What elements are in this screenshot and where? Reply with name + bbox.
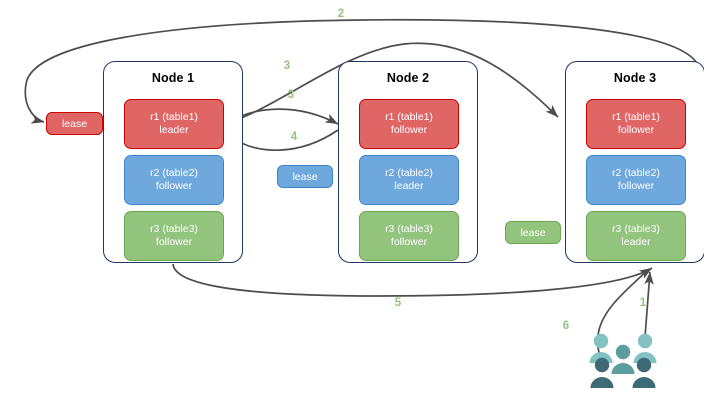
- replica-name: r3 (table3): [612, 223, 660, 235]
- edge-label-1: 1: [639, 297, 647, 309]
- replica-name: r1 (table1): [150, 111, 198, 123]
- lease-badge-table2[interactable]: lease: [277, 165, 333, 188]
- replica-role: leader: [621, 236, 651, 248]
- node-title-node1: Node 1: [151, 71, 195, 85]
- replica-node3-r2[interactable]: r2 (table2) follower: [586, 155, 686, 205]
- edge-label-3b: 3: [287, 89, 295, 101]
- replica-role: leader: [159, 124, 189, 136]
- node-container-node1[interactable]: Node 1 r1 (table1) leader r2 (table2) fo…: [103, 61, 243, 263]
- lease-badge-table1[interactable]: lease: [46, 112, 103, 135]
- user-figure-center: [611, 344, 635, 374]
- node-title-node3: Node 3: [613, 71, 657, 85]
- replica-role: follower: [390, 124, 428, 136]
- lease-badge-table3[interactable]: lease: [505, 221, 561, 244]
- replica-role: follower: [617, 124, 655, 136]
- edge-label-5: 5: [394, 297, 402, 309]
- lease-label: lease: [520, 226, 546, 239]
- replica-name: r3 (table3): [385, 223, 433, 235]
- edge-label-4: 4: [290, 131, 298, 143]
- replica-role: follower: [155, 180, 193, 192]
- node-container-node3[interactable]: Node 3 r1 (table1) follower r2 (table2) …: [565, 61, 704, 263]
- user-figure-front-right: [632, 357, 656, 388]
- replica-role: follower: [617, 180, 655, 192]
- replica-name: r2 (table2): [385, 167, 433, 179]
- replica-node1-r2[interactable]: r2 (table2) follower: [124, 155, 224, 205]
- replica-name: r3 (table3): [150, 223, 198, 235]
- node-container-node2[interactable]: Node 2 r1 (table1) follower r2 (table2) …: [338, 61, 478, 263]
- replica-node1-r3[interactable]: r3 (table3) follower: [124, 211, 224, 261]
- replica-name: r2 (table2): [150, 167, 198, 179]
- edge-5-path: [172, 263, 653, 297]
- replica-name: r1 (table1): [612, 111, 660, 123]
- edge-label-3a: 3: [283, 60, 291, 72]
- replica-node2-r3[interactable]: r3 (table3) follower: [359, 211, 459, 261]
- replica-role: leader: [394, 180, 424, 192]
- node-title-node2: Node 2: [386, 71, 430, 85]
- replica-node1-r1[interactable]: r1 (table1) leader: [124, 99, 224, 149]
- replica-node3-r1[interactable]: r1 (table1) follower: [586, 99, 686, 149]
- lease-label: lease: [292, 170, 318, 183]
- replica-node3-r3[interactable]: r3 (table3) leader: [586, 211, 686, 261]
- replica-name: r2 (table2): [612, 167, 660, 179]
- replica-node2-r2[interactable]: r2 (table2) leader: [359, 155, 459, 205]
- replica-role: follower: [155, 236, 193, 248]
- replica-node2-r1[interactable]: r1 (table1) follower: [359, 99, 459, 149]
- edge-label-6: 6: [562, 320, 570, 332]
- replica-role: follower: [390, 236, 428, 248]
- replica-name: r1 (table1): [385, 111, 433, 123]
- edge-label-2: 2: [337, 8, 345, 20]
- user-figure-front-left: [590, 357, 614, 388]
- lease-label: lease: [61, 117, 88, 130]
- users-icon[interactable]: [588, 332, 660, 390]
